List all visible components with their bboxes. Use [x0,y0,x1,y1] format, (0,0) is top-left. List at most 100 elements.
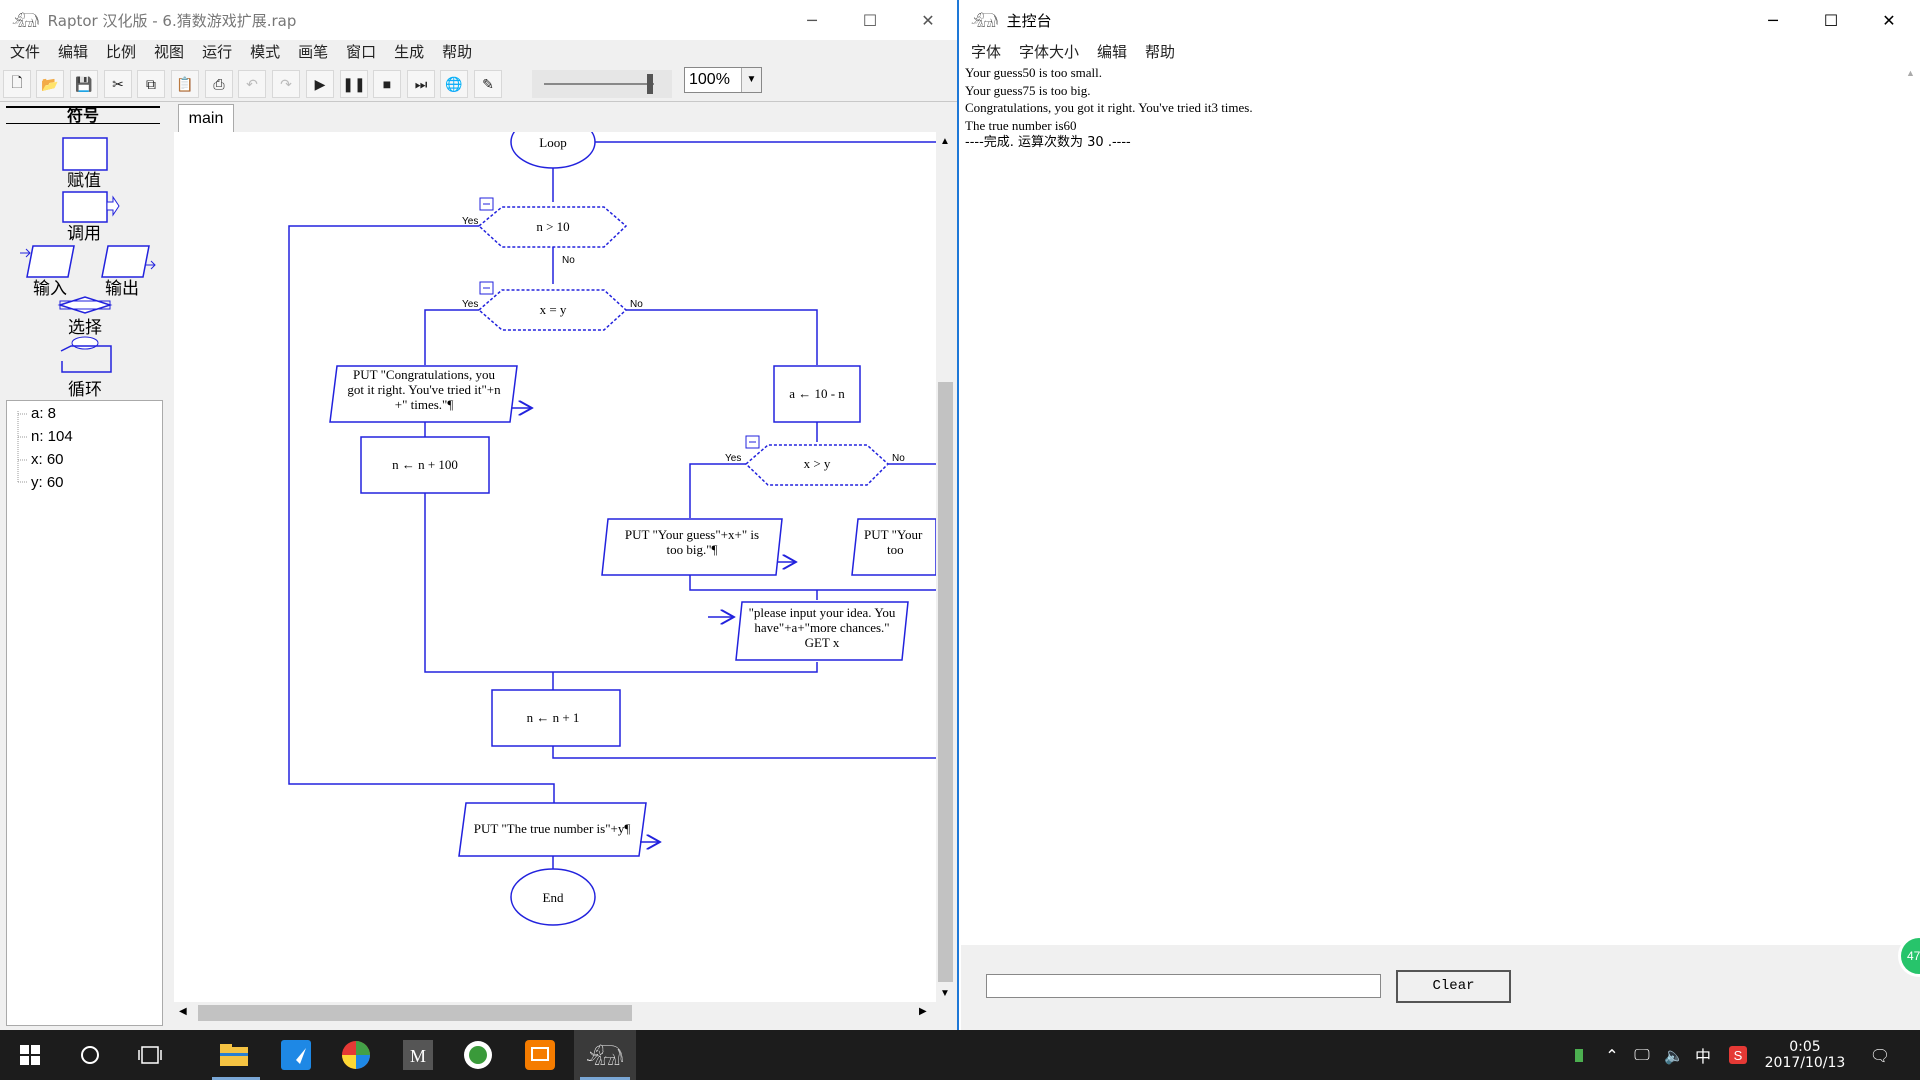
input-symbol[interactable] [26,245,75,278]
search-button[interactable] [60,1030,120,1080]
condition-n-gt-10[interactable] [477,206,628,248]
taskbar-m-app[interactable]: M [388,1030,448,1080]
minimize-button[interactable]: ─ [807,10,817,30]
clock-date: 2017/10/13 [1764,1055,1846,1071]
scroll-right-icon[interactable]: ▶ [919,1006,927,1017]
command-input[interactable] [986,974,1381,998]
scroll-up-icon[interactable]: ▲ [940,136,950,147]
chevron-down-icon[interactable]: ▼ [741,68,761,92]
taskbar-explorer[interactable] [204,1030,264,1080]
pause-icon[interactable]: ❚❚ [340,70,368,98]
horizontal-scrollbar[interactable]: ◀ ▶ [174,1002,936,1024]
input-guess[interactable] [735,601,909,661]
menu-help[interactable]: 帮助 [442,42,473,61]
new-file-icon[interactable]: 🗋 [3,70,31,98]
menu-run[interactable]: 运行 [202,42,233,61]
copy-icon[interactable]: ⧉ [137,70,165,98]
menu-pen[interactable]: 画笔 [298,42,329,61]
output-true-number[interactable] [458,802,647,857]
menu-scale[interactable]: 比例 [106,42,137,61]
run-icon[interactable]: ▶ [306,70,334,98]
selection-symbol[interactable] [57,296,113,314]
menu-generate[interactable]: 生成 [394,42,425,61]
completion-line: ----完成. 运算次数为 30 .---- [965,135,1131,150]
cut-icon[interactable]: ✂ [104,70,132,98]
test-server-icon[interactable]: 🌐 [440,70,468,98]
ime-indicator[interactable]: 中 [1694,1047,1711,1066]
console-output[interactable]: Your guess50 is too small. Your guess75 … [965,64,1905,944]
assignment-symbol[interactable] [62,137,108,171]
menu-file[interactable]: 文件 [10,42,41,61]
console-titlebar: 𓃰 主控台 ─ ☐ ✕ [961,0,1920,40]
taskbar-bird-app[interactable] [266,1030,326,1080]
vertical-scroll-thumb[interactable] [938,382,953,982]
menu-console-help[interactable]: 帮助 [1145,42,1176,61]
tab-main[interactable]: main [178,104,234,132]
slider-thumb[interactable] [647,74,653,94]
volume-icon[interactable]: 🔈 [1664,1045,1684,1065]
step-icon[interactable]: ⏭ [407,70,435,98]
console-maximize-button[interactable]: ☐ [1823,10,1839,30]
call-symbol[interactable] [62,191,108,223]
undo-icon[interactable]: ↶ [238,70,266,98]
menu-font[interactable]: 字体 [971,42,1002,61]
stop-icon[interactable]: ■ [373,70,401,98]
pen-icon[interactable]: ✎ [474,70,502,98]
menu-console-edit[interactable]: 编辑 [1097,42,1128,61]
start-button[interactable] [0,1030,60,1080]
taskbar: M 𓃰 ⌃ 🖵 🔈 中 S 0:05 2017/10/13 🗨 [0,1030,1920,1080]
symbol-label-assign: 赋值 [67,171,101,191]
taskbar-green-app[interactable] [448,1030,508,1080]
clear-button[interactable]: Clear [1396,970,1511,1003]
print-icon[interactable]: ⎙ [205,70,233,98]
loop-symbol[interactable] [71,336,99,350]
floating-badge[interactable]: 47 [1898,935,1920,977]
zoom-select[interactable]: 100% ▼ [684,67,762,93]
paste-icon[interactable]: 📋 [171,70,199,98]
scroll-down-icon[interactable]: ▼ [940,988,950,999]
menu-view[interactable]: 视图 [154,42,185,61]
assign-a[interactable] [773,365,861,423]
console-close-button[interactable]: ✕ [1882,10,1896,30]
menu-edit[interactable]: 编辑 [58,42,89,61]
output-symbol[interactable] [101,245,150,278]
open-folder-icon[interactable]: 📂 [36,70,64,98]
scroll-up-icon[interactable]: ▲ [1906,68,1915,78]
output-too-small[interactable] [851,518,936,576]
output-congratulations[interactable] [329,365,518,423]
taskbar-slides-app[interactable] [510,1030,570,1080]
menu-font-size[interactable]: 字体大小 [1019,42,1080,61]
taskbar-color-app[interactable] [326,1030,386,1080]
flowchart-canvas[interactable]: Loop n > 10 x = y x > y PUT "Congratulat… [174,132,936,1002]
console-scrollbar[interactable]: ▲ [1902,64,1920,944]
save-icon[interactable]: 💾 [70,70,98,98]
clock[interactable]: 0:05 2017/10/13 [1760,1030,1850,1080]
variable-a: a: 8 [31,405,57,422]
notifications-icon[interactable]: 🗨 [1869,1045,1891,1065]
battery-icon[interactable] [1568,1030,1590,1080]
console-minimize-button[interactable]: ─ [1768,10,1778,30]
cond2-no: No [630,299,643,310]
n100-label: n ← n + 100 [392,457,458,472]
raptor-menubar: 文件 编辑 比例 视图 运行 模式 画笔 窗口 生成 帮助 [0,40,957,62]
chevron-up-icon[interactable]: ⌃ [1605,1045,1619,1065]
sogou-icon[interactable]: S [1724,1030,1752,1080]
network-icon[interactable]: 🖵 [1634,1045,1650,1064]
variable-y: y: 60 [31,474,64,491]
maximize-button[interactable]: ☐ [862,10,878,30]
output-too-big[interactable] [601,518,783,576]
menu-mode[interactable]: 模式 [250,42,281,61]
assign-n-plus-1[interactable] [491,689,621,747]
horizontal-scroll-thumb[interactable] [198,1005,632,1021]
task-view-button[interactable] [120,1030,180,1080]
vertical-scrollbar[interactable]: ▲ ▼ [936,132,955,1002]
scroll-left-icon[interactable]: ◀ [179,1006,187,1017]
loop-body [60,345,112,373]
assign-n-plus-100[interactable] [360,436,490,494]
redo-icon[interactable]: ↷ [272,70,300,98]
menu-window[interactable]: 窗口 [346,42,377,61]
taskbar-raptor[interactable]: 𓃰 [574,1030,636,1080]
close-button[interactable]: ✕ [921,10,935,30]
speed-slider[interactable] [532,70,672,98]
end-node[interactable] [510,868,596,926]
